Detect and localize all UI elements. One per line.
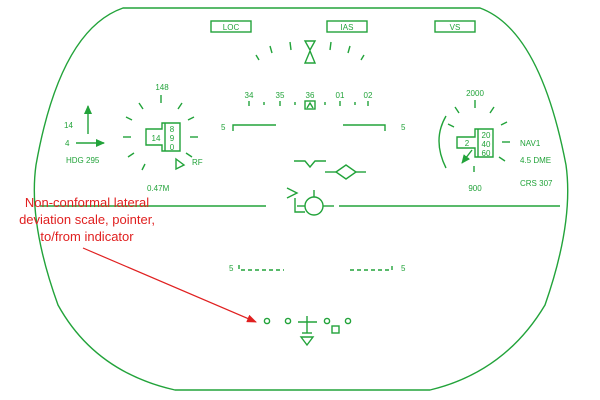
altitude-digit-mid: 40 — [482, 140, 491, 149]
heading-label-01: 01 — [336, 91, 345, 100]
deviation-dot-4 — [344, 317, 352, 325]
svg-text:5: 5 — [401, 264, 406, 273]
bank-pointer — [303, 40, 317, 52]
annotation: Non-conformal lateral deviation scale, p… — [19, 195, 257, 323]
hud-frame-outline — [33, 7, 569, 391]
airspeed-readout-box — [145, 122, 181, 152]
speed-trend-triangle — [175, 157, 186, 171]
altimeter-dial: 2000 20 40 60 2 900 — [438, 89, 510, 193]
svg-text:VS: VS — [450, 23, 461, 32]
mode-annunciator-loc: LOC — [210, 20, 252, 33]
altitude-readout: 2 — [465, 139, 470, 148]
airspeed-readout: 14 — [152, 134, 161, 143]
heading-scale: 34 35 36 01 02 — [245, 91, 373, 106]
heading-label-35: 35 — [276, 91, 285, 100]
deviation-dot-2 — [284, 317, 292, 325]
svg-text:5: 5 — [221, 123, 226, 132]
selected-heading: HDG 295 — [66, 156, 100, 165]
heading-label-36: 36 — [306, 91, 315, 100]
roll-index — [303, 49, 317, 64]
deviation-marker-box — [331, 325, 340, 334]
heading-bug-icon — [304, 100, 316, 110]
annotation-line-1: Non-conformal lateral — [25, 195, 149, 210]
guidance-cue-diamond — [334, 164, 358, 180]
deviation-pointer — [298, 316, 317, 334]
dme-readout: 4.5 DME — [520, 156, 551, 165]
altimeter-scale-top: 2000 — [466, 89, 484, 98]
bank-angle-scale — [255, 41, 365, 61]
svg-text:5: 5 — [401, 123, 406, 132]
annotation-line-3: to/from indicator — [40, 229, 134, 244]
heading-label-34: 34 — [245, 91, 254, 100]
aircraft-reference-symbol — [294, 160, 326, 169]
svg-text:IAS: IAS — [341, 23, 354, 32]
airspeed-scale-top: 148 — [155, 83, 169, 92]
altitude-digit-lo: 60 — [482, 149, 491, 158]
rf-label: RF — [192, 158, 203, 167]
altimeter-scale-bottom: 900 — [468, 184, 482, 193]
mach-readout: 0.47M — [147, 184, 170, 193]
annotation-line-2: deviation scale, pointer, — [19, 212, 155, 227]
mode-annunciator-ias: IAS — [326, 20, 368, 33]
lateral-deviation-scale — [263, 316, 352, 347]
airspeed-dial: 148 8 9 0 14 RF 0.47M — [123, 83, 203, 193]
mode-annunciator-vs: VS — [434, 20, 476, 33]
heading-label-02: 02 — [364, 91, 373, 100]
deviation-dot-3 — [323, 317, 331, 325]
altitude-arc — [438, 115, 447, 169]
annotation-arrow — [82, 247, 257, 323]
heading-arrow-group: 14 4 HDG 295 — [64, 105, 105, 165]
svg-text:LOC: LOC — [223, 23, 240, 32]
altitude-readout-box — [456, 128, 494, 158]
svg-text:5: 5 — [229, 264, 234, 273]
pitch-ladder-lower: 5 5 — [229, 264, 406, 273]
pitch-ladder-upper: 5 5 — [221, 123, 406, 132]
arrow-upper-value: 14 — [64, 121, 73, 130]
flight-path-marker — [286, 187, 334, 216]
altitude-digit-hi: 20 — [482, 131, 491, 140]
to-from-indicator — [299, 336, 315, 347]
airspeed-digit-ones: 9 — [170, 134, 175, 143]
deviation-dot-1 — [263, 317, 271, 325]
nav-source: NAV1 — [520, 139, 541, 148]
airspeed-digit-low: 0 — [170, 143, 175, 152]
airspeed-digit-tens: 8 — [170, 125, 175, 134]
arrow-lower-value: 4 — [65, 139, 70, 148]
vertical-speed-pointer — [461, 149, 473, 164]
course-readout: CRS 307 — [520, 179, 553, 188]
